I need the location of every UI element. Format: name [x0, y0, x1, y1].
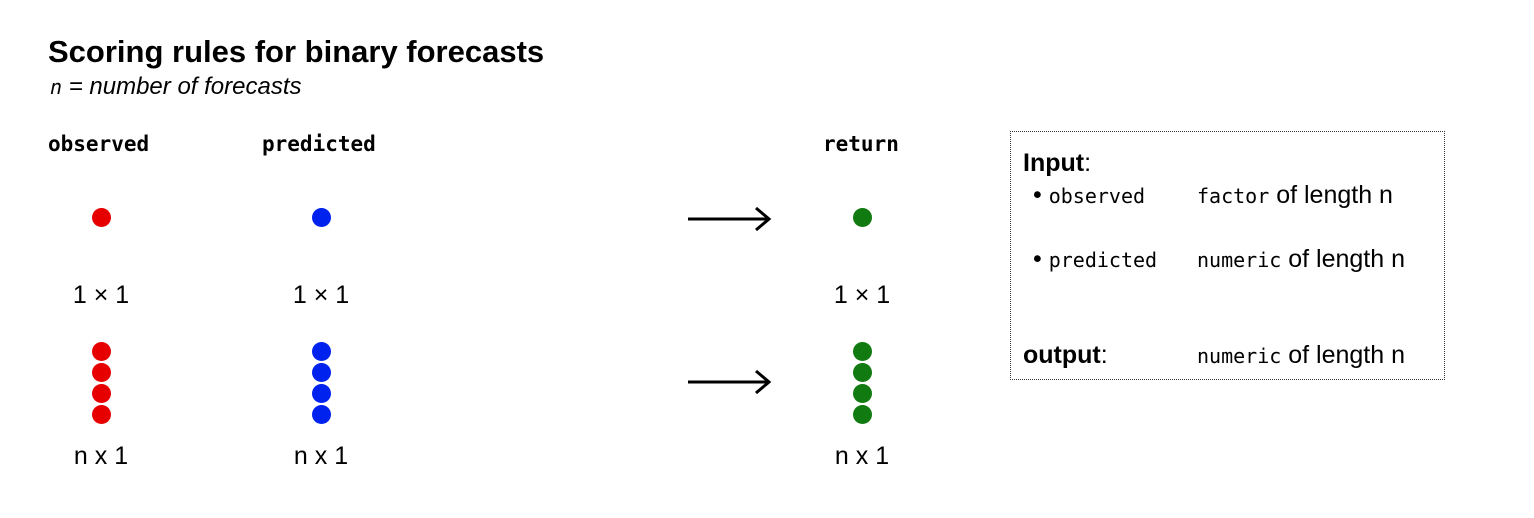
- observed-dim-single: 1 × 1: [72, 281, 130, 309]
- bullet: •: [1033, 181, 1042, 209]
- observed-dot: [92, 342, 111, 361]
- input-arg-predicted: • predicted: [1033, 245, 1157, 274]
- observed-column-header: observed: [48, 132, 150, 156]
- subtitle-variable: n: [50, 75, 63, 99]
- predicted-dot: [312, 384, 331, 403]
- return-dot: [853, 384, 872, 403]
- subtitle-text: = number of forecasts: [62, 73, 302, 100]
- return-dot: [853, 363, 872, 382]
- bullet: •: [1033, 245, 1042, 273]
- arg-name: predicted: [1048, 248, 1158, 272]
- arrow-right-icon: [688, 370, 772, 394]
- signature-box: Input: • observed factor of length n • p…: [1010, 131, 1445, 380]
- output-heading: output:: [1023, 341, 1108, 369]
- observed-dot: [92, 363, 111, 382]
- observed-dot: [92, 208, 111, 227]
- output-type: numeric of length n: [1197, 341, 1406, 369]
- predicted-column-header: predicted: [262, 132, 376, 156]
- predicted-dot: [312, 405, 331, 424]
- input-arg-observed-type: factor of length n: [1197, 181, 1393, 209]
- predicted-dot: [312, 363, 331, 382]
- return-dot: [853, 405, 872, 424]
- page-subtitle: n = number of forecasts: [50, 73, 302, 101]
- observed-dim-multi: n x 1: [73, 442, 129, 470]
- return-dim-single: 1 × 1: [833, 281, 891, 309]
- predicted-dim-single: 1 × 1: [292, 281, 350, 309]
- page-title: Scoring rules for binary forecasts: [48, 34, 545, 69]
- predicted-dim-multi: n x 1: [293, 442, 349, 470]
- return-dot: [853, 342, 872, 361]
- observed-dot: [92, 384, 111, 403]
- return-dot: [853, 208, 872, 227]
- predicted-dot: [312, 342, 331, 361]
- arg-name: observed: [1048, 184, 1146, 208]
- arrow-right-icon: [688, 207, 772, 231]
- return-column-header: return: [823, 132, 899, 156]
- input-heading: Input:: [1023, 149, 1092, 177]
- input-arg-predicted-type: numeric of length n: [1197, 245, 1406, 273]
- input-arg-observed: • observed: [1033, 181, 1145, 210]
- observed-dot: [92, 405, 111, 424]
- predicted-dot: [312, 208, 331, 227]
- return-dim-multi: n x 1: [834, 442, 890, 470]
